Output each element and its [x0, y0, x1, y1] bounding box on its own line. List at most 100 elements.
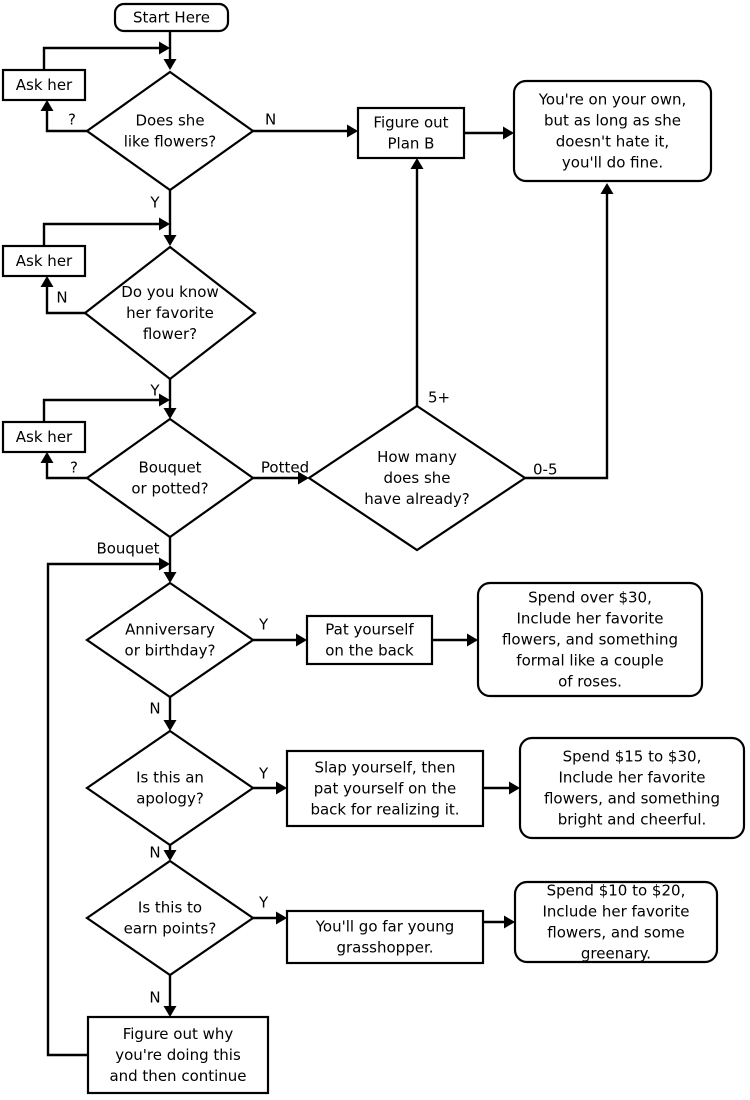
edge-d6-yes-to-slap [253, 781, 287, 795]
ask-her-box-3[interactable]: Ask her [1, 420, 87, 454]
edge-label-d1-no: N [265, 111, 276, 129]
spend-over-30-result-box-outline [476, 581, 704, 698]
edge-d6-no-to-d7-arrowhead [163, 850, 177, 861]
how-many-does-she-have-decision-outline [307, 404, 527, 552]
ask-her-box-2[interactable]: Ask her [1, 244, 87, 278]
ask-her-box-2-label: Ask her [16, 252, 73, 270]
edge-d5-yes-to-pat-arrowhead [296, 633, 307, 647]
edge-d6-no-to-d7 [163, 845, 177, 861]
edge-d2-no-to-ask-her [40, 276, 85, 315]
edge-start-to-d1 [163, 31, 177, 70]
is-this-to-earn-points-decision-outline [85, 859, 255, 977]
ask-her-box-1-outline [1, 68, 87, 102]
edge-d4-0to5-to-ownfine-arrowhead [600, 183, 614, 194]
ask-her-box-1[interactable]: Ask her [1, 68, 87, 102]
edge-d1-no-to-planb [253, 124, 358, 138]
edge-figure-why-loop-back [46, 557, 170, 1057]
edge-d3-potted-to-d4-arrowhead [298, 471, 309, 485]
edge-d3-potted-to-d4 [253, 471, 309, 485]
edge-label-d6-no: N [149, 844, 160, 862]
edge-label-d5-yes: Y [258, 616, 269, 634]
edge-d7-no-to-figure-why-arrowhead [163, 1006, 177, 1017]
ask-her-box-1-label: Ask her [16, 76, 73, 94]
edge-label-d7-no: N [149, 989, 160, 1007]
connector-layer [40, 31, 614, 1057]
start-here-terminator[interactable]: Start Here [113, 2, 230, 33]
edge-ask-her-3-return [42, 393, 170, 422]
edge-label-d6-yes: Y [258, 765, 269, 783]
edge-ask-her-1-return [42, 41, 170, 70]
edge-figure-why-loop-back-arrowhead [159, 557, 170, 571]
edge-d1-yes-to-d2-arrowhead [163, 235, 177, 246]
edge-d3-bouquet-to-d5 [163, 537, 177, 583]
edge-ask-her-2-return-arrowhead [159, 217, 170, 231]
edge-ask-her-3-return-arrowhead [159, 393, 170, 407]
does-she-like-flowers-decision-outline [85, 70, 255, 192]
figure-out-plan-b-box-outline [356, 106, 466, 160]
spend-15-to-30-result-box-outline [518, 736, 746, 840]
edge-ask-her-2-return [42, 217, 170, 246]
anniversary-or-birthday-decision-outline [85, 581, 255, 699]
edge-d5-no-to-d6 [163, 697, 177, 731]
edge-d7-yes-to-grasshopper [253, 911, 287, 925]
start-here-terminator-outline [113, 2, 230, 33]
edge-label-d2-yes: Y [149, 382, 160, 400]
figure-out-why-box-outline [86, 1015, 270, 1095]
spend-10-to-20-result-box-outline [513, 880, 719, 964]
edge-pat-to-res1 [432, 633, 478, 647]
bouquet-or-potted-decision-outline [85, 417, 255, 539]
edge-d2-no-to-ask-her-arrowhead [40, 276, 54, 287]
edge-d2-yes-to-d3-arrowhead [163, 408, 177, 419]
edge-d6-yes-to-slap-arrowhead [276, 781, 287, 795]
edge-grasshopper-to-res3 [483, 915, 515, 929]
edge-slap-to-res2-arrowhead [509, 781, 520, 795]
edge-d4-5plus-to-planb-arrowhead [410, 158, 424, 169]
edge-label-d4-5plus: 5+ [428, 389, 450, 407]
edge-d4-0to5-to-ownfine [525, 183, 614, 480]
edge-d4-5plus-to-planb [410, 158, 424, 406]
edge-d1-unknown-to-ask-her [40, 100, 88, 133]
edge-d7-no-to-figure-why [163, 975, 177, 1017]
edge-pat-to-res1-arrowhead [467, 633, 478, 647]
edge-d5-yes-to-pat [253, 633, 307, 647]
edge-slap-to-res2 [483, 781, 520, 795]
edge-d1-yes-to-d2 [163, 190, 177, 246]
go-far-young-grasshopper-box-outline [285, 909, 485, 965]
edge-ask-her-1-return-arrowhead [159, 41, 170, 55]
edge-label-d3-bouquet: Bouquet [96, 540, 159, 558]
edge-d1-unknown-to-ask-her-arrowhead [40, 100, 54, 111]
edge-d3-unknown-to-ask-her [40, 452, 87, 480]
edge-d3-unknown-to-ask-her-arrowhead [40, 452, 54, 463]
edge-label-d4-0to5: 0-5 [533, 461, 558, 479]
